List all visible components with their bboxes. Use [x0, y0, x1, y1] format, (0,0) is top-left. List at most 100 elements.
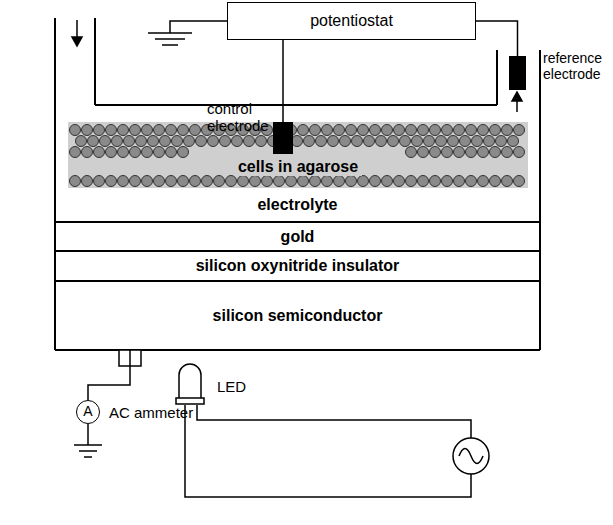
cell: [76, 136, 87, 147]
cell: [154, 176, 165, 187]
wire-connector: [476, 21, 518, 56]
cell: [514, 125, 525, 136]
cell: [430, 125, 441, 136]
cell: [292, 136, 303, 147]
cell: [454, 147, 465, 158]
cell: [166, 176, 177, 187]
flow-arrow: [516, 100, 518, 112]
ammeter-ground: [74, 424, 102, 457]
cell: [466, 147, 477, 158]
ground-line: [148, 32, 192, 34]
cell: [160, 136, 171, 147]
potentiostat-box: potentiostat: [227, 2, 476, 40]
wire-connector: [88, 350, 130, 400]
cell: [412, 136, 423, 147]
cell: [100, 136, 111, 147]
node-label: cells in agarose: [234, 158, 362, 176]
cell: [106, 125, 117, 136]
cell: [430, 176, 441, 187]
cell: [316, 136, 327, 147]
cell: [382, 176, 393, 187]
cell: [478, 176, 489, 187]
cells: [70, 125, 525, 187]
node-label: control electrode: [207, 100, 279, 135]
cell: [88, 136, 99, 147]
cell: [220, 136, 231, 147]
cell: [142, 176, 153, 187]
cell: [190, 125, 201, 136]
cell: [244, 136, 255, 147]
cell: [166, 125, 177, 136]
cell: [208, 136, 219, 147]
cell: [262, 176, 273, 187]
chamber-wall: [539, 50, 541, 350]
led-symbol: LED: [175, 362, 205, 405]
control-electrode: control electrode: [273, 122, 293, 154]
flow-chamber: [55, 18, 540, 350]
cell: [448, 136, 459, 147]
cells-in-agarose-band: cells in agarose: [68, 122, 528, 188]
cell: [250, 176, 261, 187]
cell: [118, 176, 129, 187]
cell: [502, 125, 513, 136]
cell: [70, 176, 81, 187]
cell: [394, 125, 405, 136]
cell: [472, 136, 483, 147]
arrow-head: [512, 92, 522, 101]
cell: [322, 125, 333, 136]
agarose-gel: [68, 122, 528, 188]
ground-line: [79, 450, 97, 452]
reference-electrode: reference electrode: [509, 56, 526, 90]
gold-layer: gold: [55, 221, 540, 251]
cell: [502, 147, 513, 158]
cell: [478, 147, 489, 158]
cell: [400, 136, 411, 147]
cell: [118, 125, 129, 136]
cell: [466, 125, 477, 136]
cell: [148, 136, 159, 147]
cell: [142, 147, 153, 158]
cell: [364, 136, 375, 147]
cell: [154, 125, 165, 136]
node-label: LED: [217, 378, 246, 395]
cell: [442, 176, 453, 187]
cell: [322, 176, 333, 187]
cell: [196, 136, 207, 147]
cell: [514, 176, 525, 187]
insulator-layer: silicon oxynitride insulator: [55, 250, 540, 281]
cell: [274, 176, 285, 187]
cell: [214, 176, 225, 187]
node-label: A: [83, 401, 92, 422]
cell: [124, 136, 135, 147]
cell: [406, 147, 417, 158]
cell: [370, 176, 381, 187]
cell: [238, 176, 249, 187]
cell: [382, 125, 393, 136]
cell: [226, 176, 237, 187]
cell: [178, 147, 189, 158]
cell: [418, 176, 429, 187]
cell: [304, 136, 315, 147]
cell: [418, 147, 429, 158]
cell: [334, 125, 345, 136]
arrow-head: [72, 37, 82, 46]
ac-source: [453, 438, 489, 474]
cell: [352, 136, 363, 147]
cell: [388, 136, 399, 147]
cell: [130, 125, 141, 136]
cell: [340, 136, 351, 147]
cell: [178, 176, 189, 187]
led-outline: [175, 362, 205, 405]
ground-wire: [170, 21, 227, 33]
cell: [94, 147, 105, 158]
cell: [442, 125, 453, 136]
cell: [82, 176, 93, 187]
node-label: electrolyte: [257, 196, 337, 214]
ground-line: [74, 444, 102, 446]
led-wiring: [185, 405, 489, 497]
cell: [256, 136, 267, 147]
node-label: silicon semiconductor: [213, 307, 383, 325]
cell: [514, 147, 525, 158]
cell: [310, 125, 321, 136]
